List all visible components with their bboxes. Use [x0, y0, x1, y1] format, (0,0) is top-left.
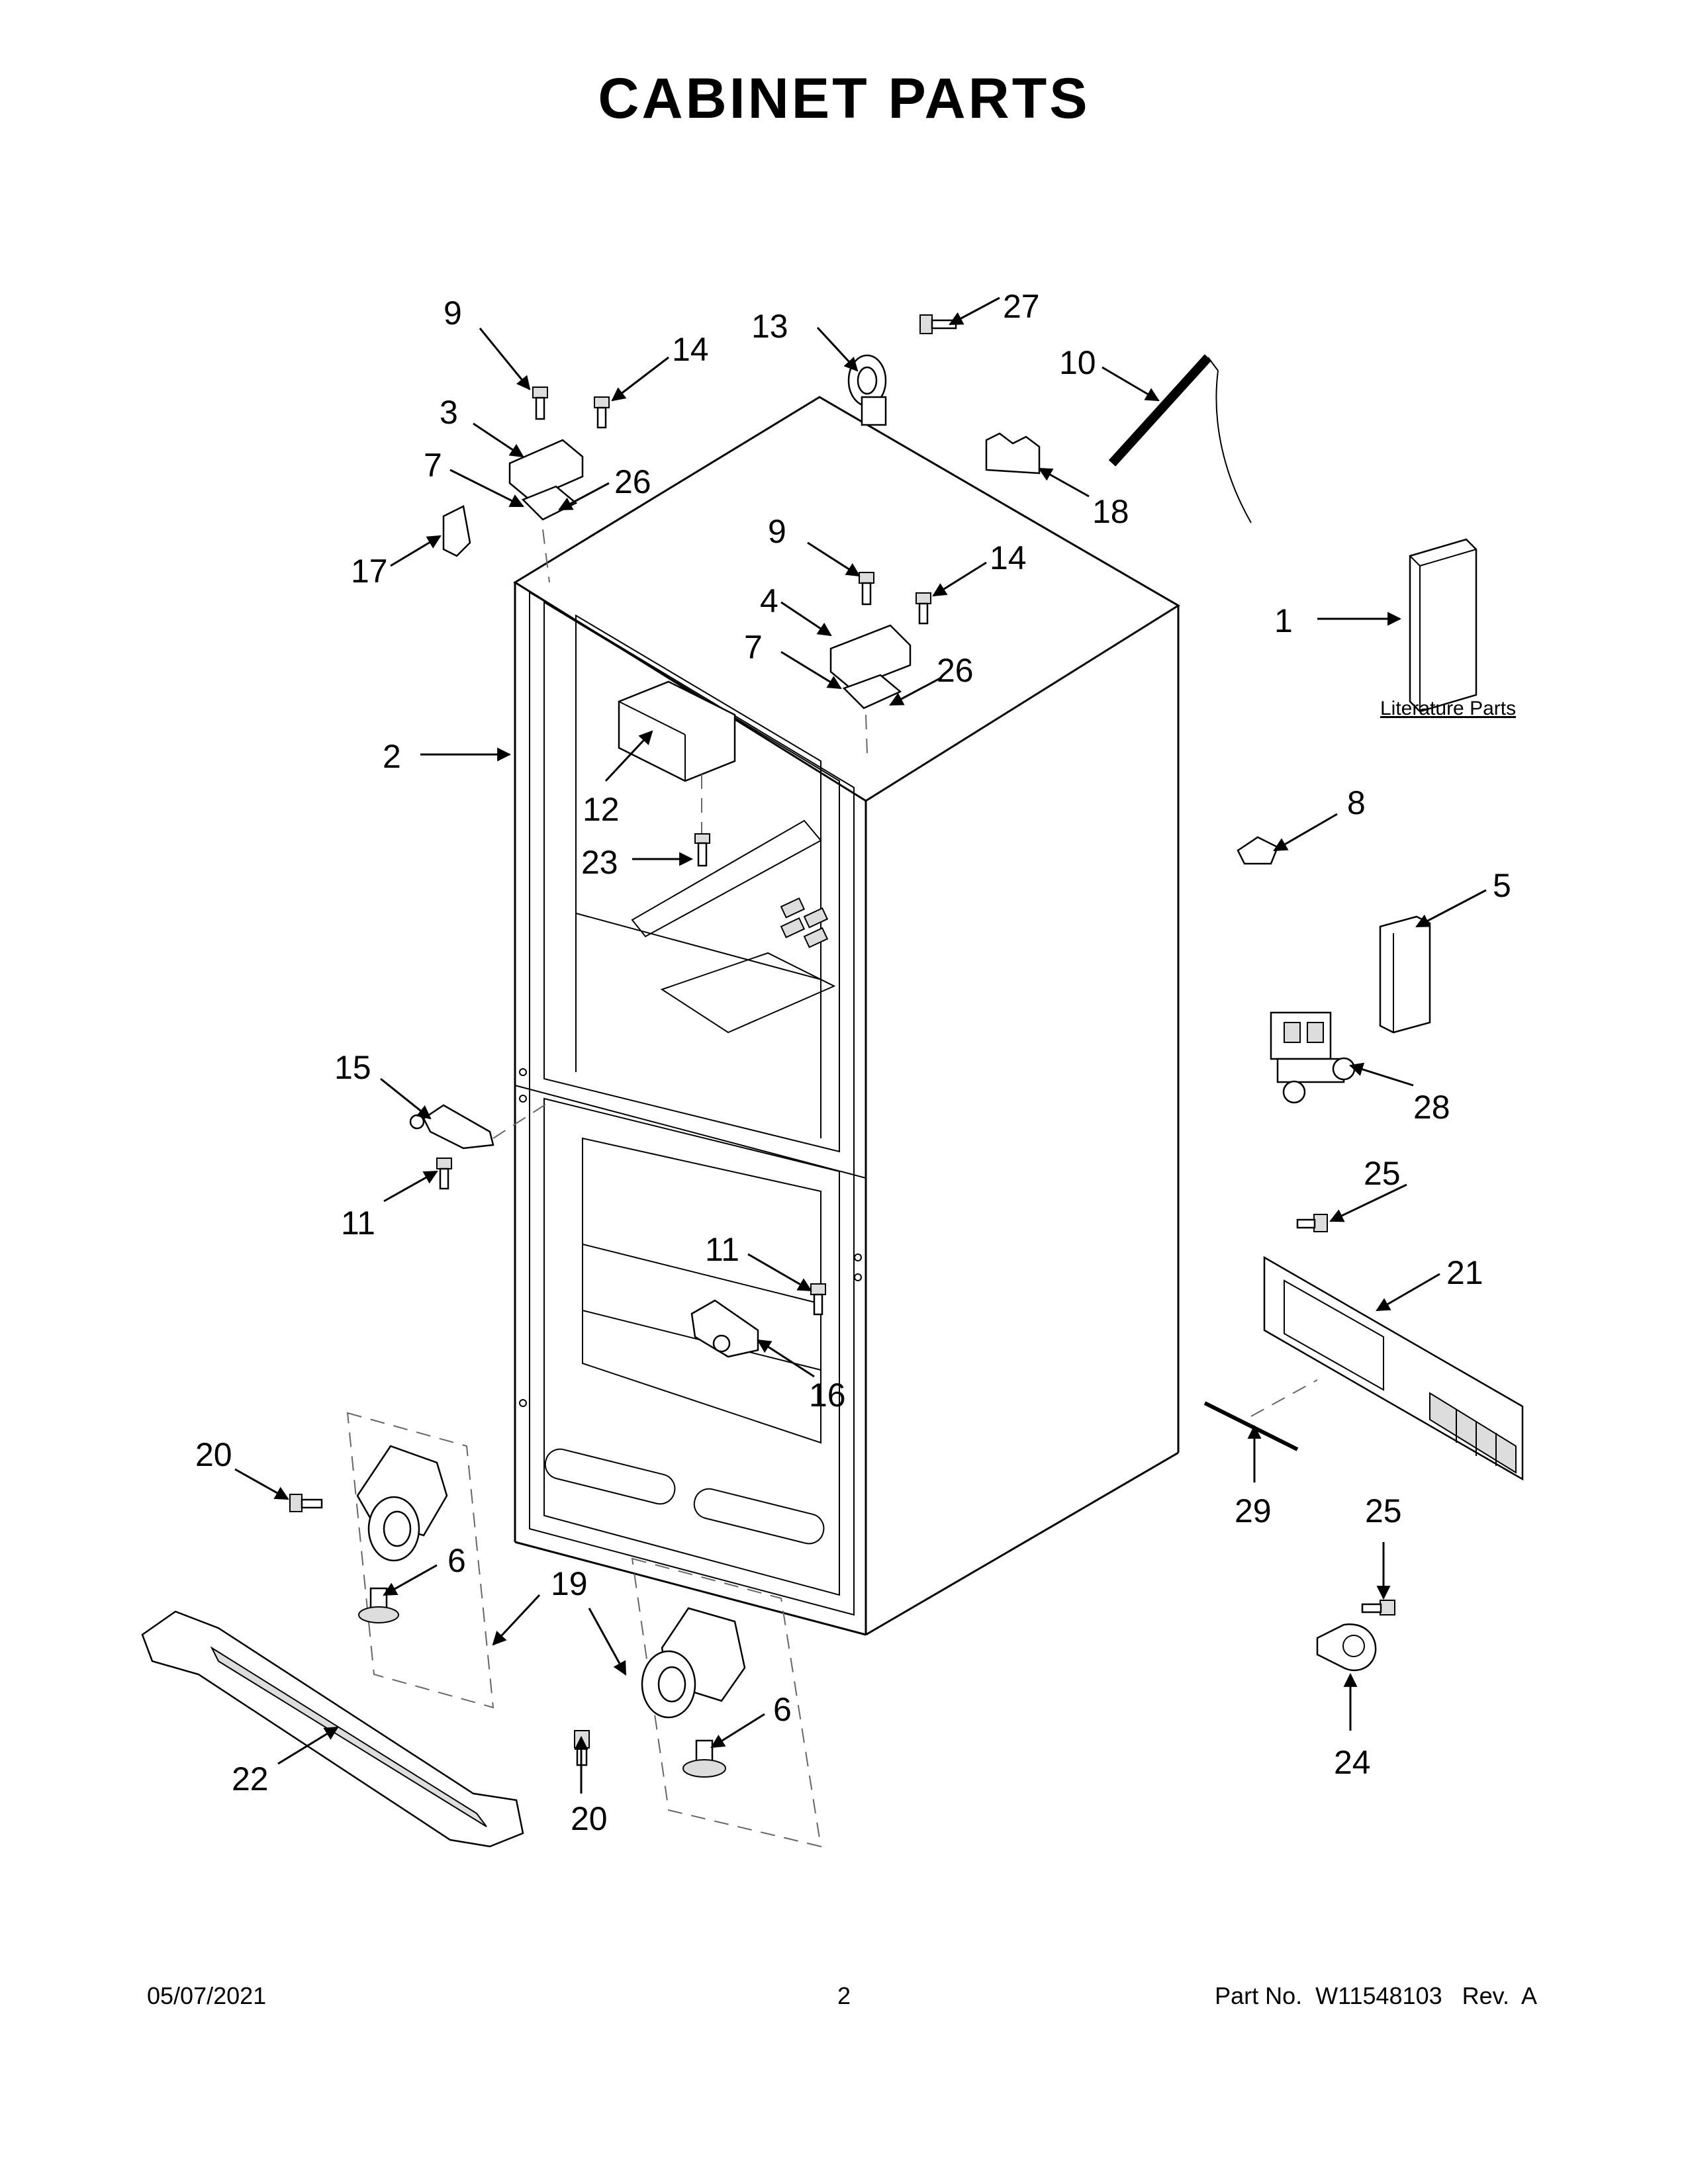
screw-9-center	[859, 572, 874, 606]
callout-label: 20	[195, 1436, 232, 1473]
callout-label: 25	[1364, 1155, 1401, 1192]
callout-label: 9	[444, 295, 462, 332]
literature-parts	[1409, 538, 1477, 713]
callout-label: 27	[1003, 288, 1040, 325]
screw-11-left	[436, 1158, 452, 1190]
cover-5	[1379, 915, 1431, 1034]
gasket-29	[1203, 1401, 1299, 1451]
roller-assembly-right	[631, 1557, 822, 1848]
bracket-16	[690, 1299, 759, 1358]
callout-label: 13	[751, 308, 788, 345]
callout-label: 9	[768, 513, 786, 550]
callout-label: 20	[571, 1800, 608, 1837]
callout-label: 16	[809, 1377, 846, 1414]
leader-arrows	[234, 296, 1487, 1794]
literature-parts-label: Literature Parts	[1380, 698, 1516, 719]
callout-label: 29	[1235, 1492, 1272, 1529]
page-title: CABINET PARTS	[598, 67, 1090, 130]
screw-20-left	[289, 1494, 323, 1512]
top-hinge-center	[829, 624, 912, 755]
callout-label: 7	[424, 447, 442, 484]
water-valve-28	[1270, 1011, 1356, 1104]
screw-23	[694, 833, 710, 867]
callout-label: 3	[440, 394, 458, 431]
bracket-17	[442, 505, 471, 557]
callout-label: 6	[447, 1542, 466, 1579]
callout-label: 21	[1446, 1254, 1483, 1291]
screw-9-top-left	[532, 387, 548, 420]
toe-grille-22	[141, 1610, 524, 1848]
footer-date: 05/07/2021	[147, 1982, 267, 2009]
bracket-12	[618, 680, 736, 834]
clamp-24	[1316, 1623, 1377, 1672]
top-hinge-left	[508, 439, 584, 583]
callout-label: 12	[583, 791, 620, 828]
callout-label: 4	[760, 582, 778, 619]
callout-label: 19	[551, 1565, 588, 1602]
callout-label: 14	[990, 539, 1027, 576]
screw-25-top	[1296, 1214, 1328, 1232]
callout-label: 22	[232, 1760, 269, 1797]
screw-14-center	[915, 592, 931, 625]
screw-14-top-left	[594, 396, 610, 429]
screw-25-bottom	[1361, 1600, 1395, 1615]
callout-label: 26	[937, 652, 974, 689]
callout-label: 23	[581, 844, 618, 881]
callout-label: 11	[341, 1205, 375, 1242]
callout-label: 8	[1347, 784, 1366, 821]
callout-label: 5	[1493, 867, 1511, 904]
roller-assembly-left	[346, 1412, 494, 1709]
clip-18	[985, 432, 1041, 475]
water-tube-10	[1108, 354, 1252, 523]
clip-8	[1237, 836, 1279, 865]
callout-label: 26	[614, 463, 651, 500]
vent-grille	[780, 897, 829, 948]
callout-labels: 1 2 3 4 5 6 6 7 7 8 9 9 10 11 11 12 13 1…	[195, 288, 1516, 1837]
cabinet-illustration	[513, 396, 1180, 1636]
hinge-cap-13	[847, 354, 887, 426]
callout-label: 6	[773, 1691, 792, 1728]
callout-label: 11	[705, 1231, 739, 1268]
access-cover-21	[1263, 1255, 1524, 1481]
callout-label: 7	[744, 629, 763, 666]
callout-label: 24	[1334, 1744, 1371, 1781]
callout-label: 25	[1365, 1492, 1402, 1529]
callout-label: 1	[1274, 602, 1293, 639]
footer-page-number: 2	[837, 1982, 851, 2009]
callout-label: 17	[351, 553, 388, 590]
callout-label: 15	[334, 1049, 371, 1086]
callout-label: 14	[672, 331, 709, 368]
callout-label: 2	[383, 738, 401, 775]
callout-label: 28	[1413, 1089, 1450, 1126]
footer-part-number: Part No. W11548103 Rev. A	[1215, 1982, 1537, 2009]
callout-label: 18	[1092, 493, 1129, 530]
bracket-15	[409, 1101, 550, 1150]
callout-label: 10	[1059, 344, 1096, 381]
screw-11-right	[810, 1283, 826, 1316]
